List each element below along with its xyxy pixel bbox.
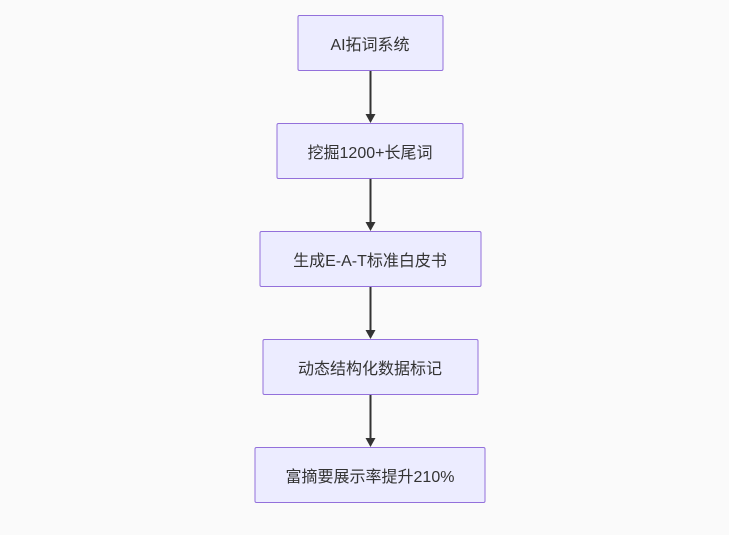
arrow-line	[369, 179, 371, 222]
flowchart-node-ai-word-system: AI拓词系统	[297, 15, 443, 71]
flow-arrow-3	[365, 287, 375, 339]
flow-arrow-2	[365, 179, 375, 231]
arrow-down-icon	[365, 222, 375, 231]
flowchart-node-eat-whitepaper: 生成E-A-T标准白皮书	[259, 231, 481, 287]
flowchart-node-rich-snippet-rate: 富摘要展示率提升210%	[254, 447, 486, 503]
flowchart: AI拓词系统 挖掘1200+长尾词 生成E-A-T标准白皮书 动态结构化数据标记…	[254, 15, 486, 503]
flowchart-node-structured-data-markup: 动态结构化数据标记	[262, 339, 478, 395]
arrow-down-icon	[365, 438, 375, 447]
flowchart-node-longtail-mining: 挖掘1200+长尾词	[276, 123, 464, 179]
arrow-line	[369, 395, 371, 438]
flow-arrow-1	[365, 71, 375, 123]
flow-arrow-4	[365, 395, 375, 447]
arrow-line	[369, 287, 371, 330]
arrow-down-icon	[365, 114, 375, 123]
arrow-down-icon	[365, 330, 375, 339]
arrow-line	[369, 71, 371, 114]
